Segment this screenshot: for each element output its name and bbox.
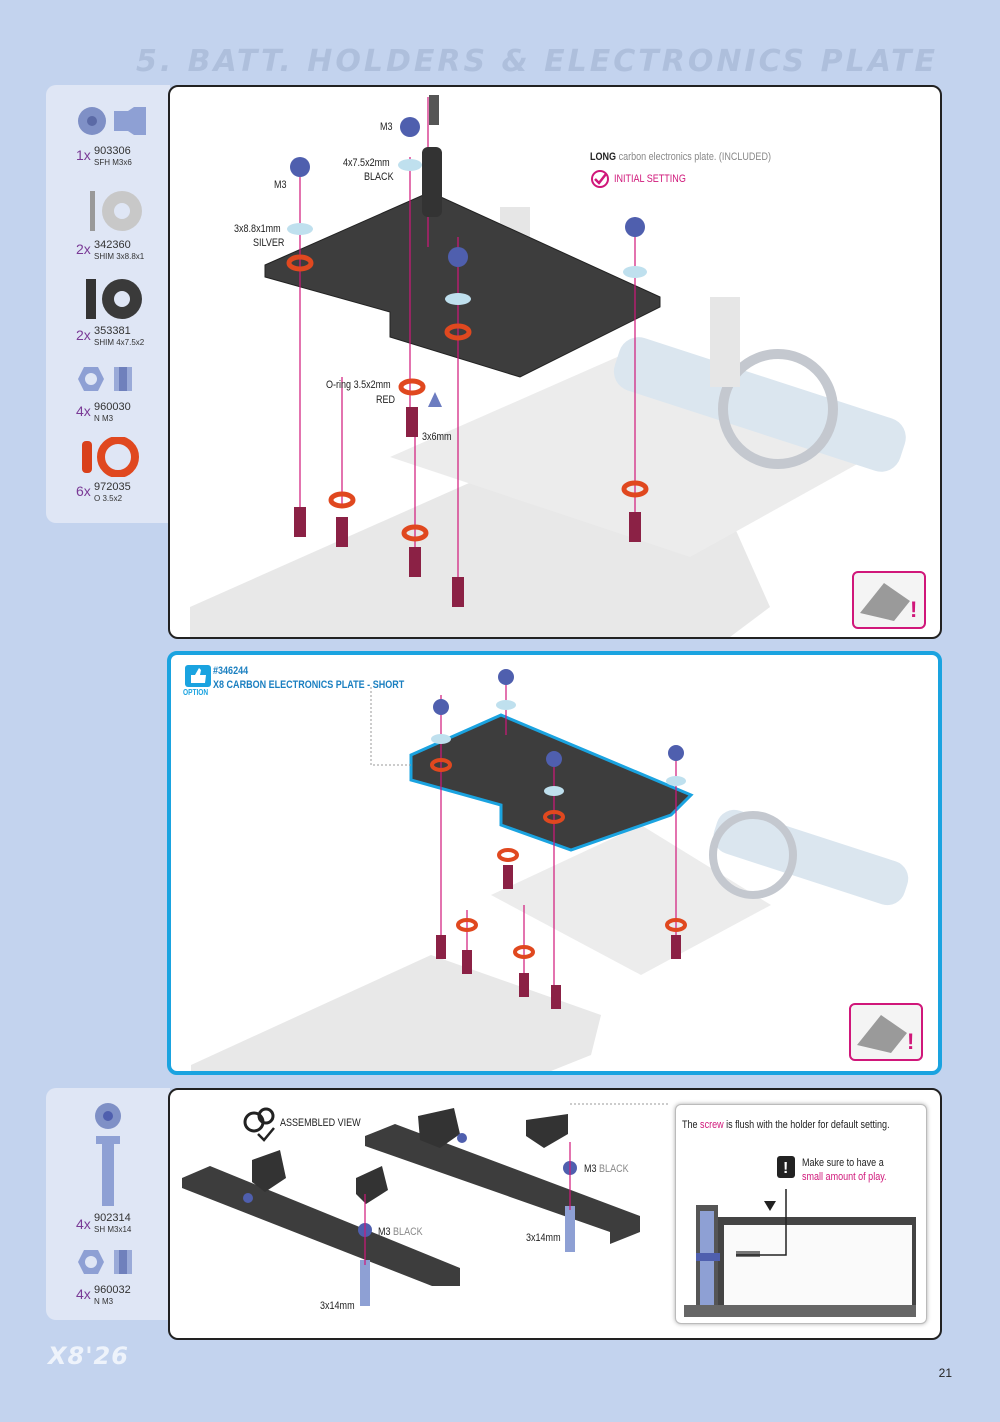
detail-view: The screw is flush with the holder for d… [675,1104,927,1324]
electronics-plate-illustration [190,95,906,637]
parts-list-bottom: 4x 902314 SH M3x14 4x 960032 N M3 [46,1088,170,1320]
flush-detail-illustration [684,1189,916,1317]
countersunk-screw-icon [78,107,146,135]
part-item: 4x 902314 SH M3x14 [46,1100,166,1234]
page-title: 5. BATT. HOLDERS & ELECTRONICS PLATE [135,44,938,79]
part-item: 4x 960030 N M3 [46,363,166,453]
warning-icon: ! [860,583,917,622]
option-code: #346244 [213,665,249,677]
brand-logo: X8'26 [48,1342,129,1370]
step-2-diagram: ASSEMBLED VIEW M3 BLACK 3x14mm M3 BLACK … [168,1088,942,1340]
svg-text:!: ! [910,597,917,622]
shim-black-icon [86,279,142,319]
assembled-view-label: ASSEMBLED VIEW [280,1117,361,1129]
gears-icon [243,1107,275,1142]
option-name: X8 CARBON ELECTRONICS PLATE - SHORT [213,679,405,691]
thumbs-up-icon [185,665,211,687]
warning-icon: ! [857,1015,914,1054]
part-item: 2x 342360 SHIM 3x8.8x1 [46,189,166,279]
short-plate-illustration [191,669,909,1071]
initial-setting-label: INITIAL SETTING [614,173,686,185]
o-ring-icon [82,437,139,477]
check-icon [591,170,609,188]
page-number: 21 [938,1366,952,1380]
flush-note: The screw is flush with the holder for d… [682,1119,890,1131]
svg-text:!: ! [907,1029,914,1054]
option-diagram: OPTION #346244 X8 CARBON ELECTRONICS PLA… [167,651,942,1075]
warning-badge: ! [849,1003,923,1061]
part-item: 4x 960032 N M3 [46,1246,166,1336]
nut-icon [78,1250,132,1274]
option-badge: OPTION [183,688,209,697]
part-item: 1x 903306 SFH M3x6 [46,103,166,193]
socket-head-screw-icon [95,1103,121,1206]
shim-silver-icon [90,191,142,231]
svg-text:!: ! [783,1160,788,1177]
exclamation-icon: ! [777,1156,795,1178]
step-1-diagram: M3 4x7.5x2mm BLACK M3 3x8.8x1mm SILVER L… [168,85,942,639]
part-item: 2x 353381 SHIM 4x7.5x2 [46,277,166,367]
parts-list-top: 1x 903306 SFH M3x6 2x 342360 SHIM 3x8.8x… [46,85,170,523]
plate-note: LONG carbon electronics plate. (INCLUDED… [590,151,771,163]
battery-holder-illustration [182,1103,670,1306]
warning-badge: ! [852,571,926,629]
part-item: 6x 972035 O 3.5x2 [46,437,166,527]
nut-icon [78,367,132,391]
